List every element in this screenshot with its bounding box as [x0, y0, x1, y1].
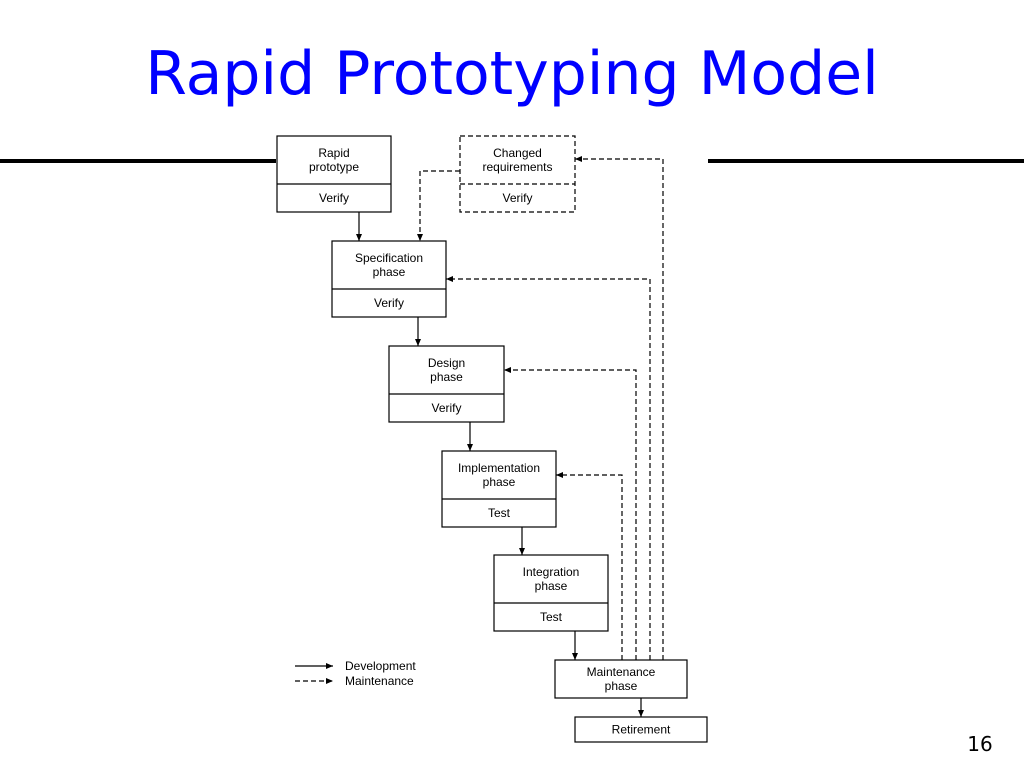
slide-title: Rapid Prototyping Model [145, 39, 879, 109]
diagram-boxes: RapidprototypeVerifyChangedrequirementsV… [276, 135, 708, 743]
changed-requirements-label-line: requirements [482, 160, 552, 174]
maintenance-arrow-maintenance-phase-to-changed-requirements [575, 156, 664, 660]
implementation-phase-label-line: Implementation [458, 461, 540, 475]
retirement-box: Retirement [574, 716, 708, 743]
maintenance-arrow-maintenance-phase-to-implementation-phase [556, 472, 623, 660]
maintenance-phase-label-line: phase [605, 679, 638, 693]
maintenance-arrow-changed-requirements-to-specification-phase [417, 170, 460, 241]
diagram-edges [356, 156, 664, 717]
rapid-prototype-label-line: prototype [309, 160, 359, 174]
integration-phase-label-line: phase [535, 579, 568, 593]
integration-phase-action-label: Test [540, 610, 563, 624]
maintenance-arrow-maintenance-phase-to-specification-phase [446, 276, 651, 660]
legend-development-label: Development [345, 659, 416, 673]
changed-requirements-label-line: Changed [493, 146, 542, 160]
rapid-prototype-label-line: Rapid [318, 146, 349, 160]
design-phase-label-line: phase [430, 370, 463, 384]
specification-phase-label-line: phase [373, 265, 406, 279]
maintenance-phase-label-line: Maintenance [587, 665, 656, 679]
specification-phase-label-line: Specification [355, 251, 423, 265]
changed-requirements-action-label: Verify [502, 191, 532, 205]
integration-phase-label-line: Integration [523, 565, 580, 579]
retirement-label-line: Retirement [612, 723, 671, 737]
title-rule-left [0, 159, 276, 163]
implementation-phase-action-label: Test [488, 506, 511, 520]
title-rule-right [708, 159, 1024, 163]
legend-maintenance-label: Maintenance [345, 674, 414, 688]
implementation-phase-label-line: phase [483, 475, 516, 489]
maintenance-arrow-maintenance-phase-to-design-phase [504, 367, 637, 660]
rapid-prototype-action-label: Verify [319, 191, 349, 205]
design-phase-action-label: Verify [431, 401, 461, 415]
page-number: 16 [967, 732, 993, 756]
design-phase-label-line: Design [428, 356, 465, 370]
specification-phase-action-label: Verify [374, 296, 404, 310]
